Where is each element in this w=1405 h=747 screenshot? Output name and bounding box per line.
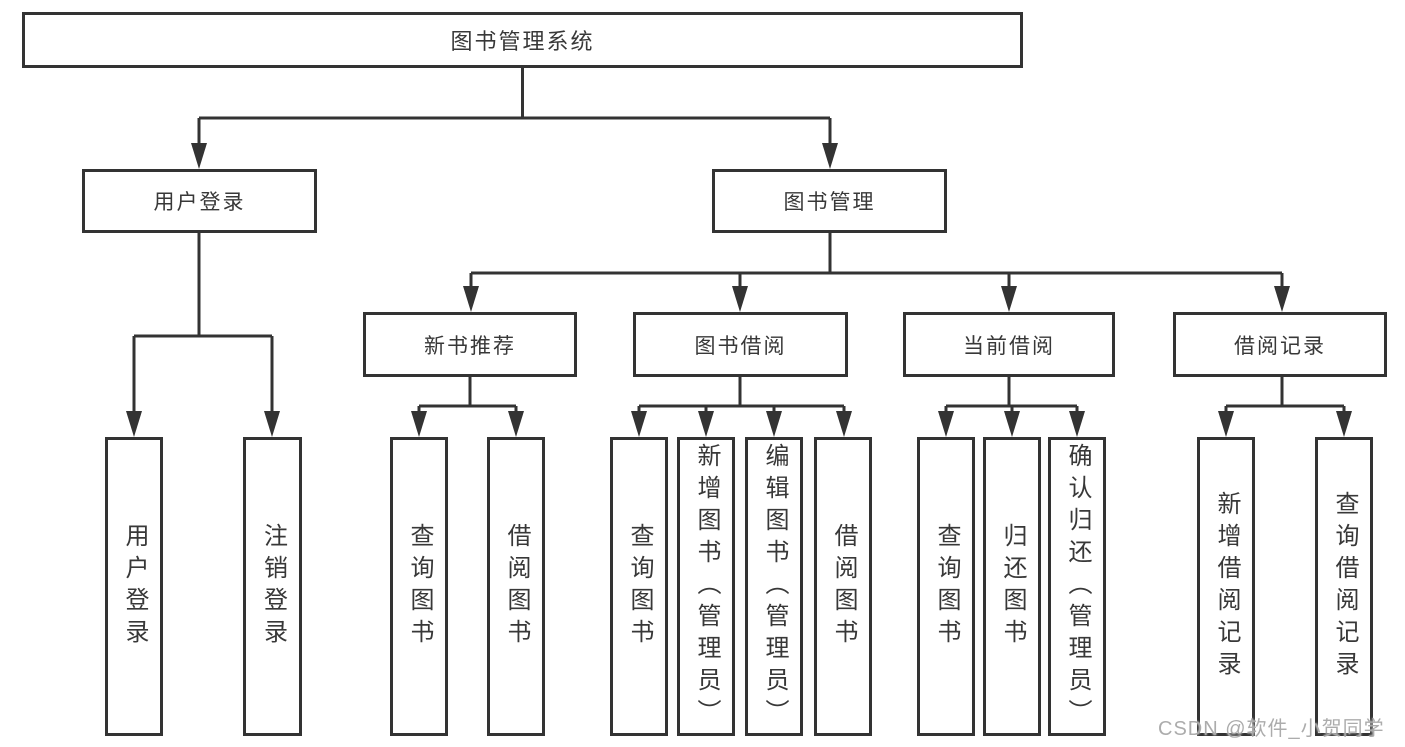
leaf-nbr-query: 查询图书 — [390, 437, 448, 736]
leaf-bb-edit-label: 编辑图书（管理员） — [761, 442, 788, 731]
leaf-bb-query-label: 查询图书 — [626, 522, 653, 651]
csdn-watermark: CSDN @软件_小贺同学 — [1158, 718, 1385, 740]
leaf-cb-return-label: 归还图书 — [999, 522, 1026, 651]
leaf-br-query: 查询借阅记录 — [1315, 437, 1373, 736]
leaf-bb-query: 查询图书 — [610, 437, 668, 736]
node-root: 图书管理系统 — [22, 12, 1023, 68]
leaf-cb-confirm: 确认归还（管理员） — [1048, 437, 1106, 736]
leaf-bb-add-label: 新增图书（管理员） — [693, 442, 720, 731]
node-book-mgmt-label: 图书管理 — [783, 191, 876, 214]
leaf-nbr-borrow-label: 借阅图书 — [503, 522, 530, 651]
leaf-user-login: 用户登录 — [105, 437, 163, 736]
node-user-login: 用户登录 — [82, 169, 317, 233]
leaf-br-add: 新增借阅记录 — [1197, 437, 1255, 736]
leaf-cb-query-label: 查询图书 — [933, 522, 960, 651]
leaf-logout: 注销登录 — [243, 437, 302, 736]
leaf-bb-edit: 编辑图书（管理员） — [745, 437, 803, 736]
leaf-br-add-label: 新增借阅记录 — [1213, 490, 1240, 683]
leaf-bb-borrow: 借阅图书 — [814, 437, 872, 736]
node-current-borrow-label: 当前借阅 — [963, 334, 1055, 358]
leaf-logout-label: 注销登录 — [259, 522, 287, 651]
leaf-br-query-label: 查询借阅记录 — [1331, 490, 1358, 683]
node-current-borrow: 当前借阅 — [903, 312, 1115, 377]
node-new-book-rec-label: 新书推荐 — [424, 334, 516, 358]
leaf-cb-query: 查询图书 — [917, 437, 975, 736]
node-borrow-record: 借阅记录 — [1173, 312, 1387, 377]
arrowheads — [126, 143, 1352, 437]
node-borrow-record-label: 借阅记录 — [1234, 334, 1326, 358]
leaf-nbr-borrow: 借阅图书 — [487, 437, 545, 736]
node-root-label: 图书管理系统 — [450, 29, 595, 54]
node-book-borrow: 图书借阅 — [633, 312, 848, 377]
leaf-bb-borrow-label: 借阅图书 — [830, 522, 857, 651]
node-book-borrow-label: 图书借阅 — [694, 334, 787, 358]
leaf-nbr-query-label: 查询图书 — [406, 522, 433, 651]
leaf-cb-return: 归还图书 — [983, 437, 1041, 736]
node-user-login-label: 用户登录 — [153, 191, 246, 214]
leaf-cb-confirm-label: 确认归还（管理员） — [1064, 442, 1091, 731]
node-new-book-rec: 新书推荐 — [363, 312, 577, 377]
leaf-user-login-label: 用户登录 — [121, 522, 148, 651]
leaf-bb-add: 新增图书（管理员） — [677, 437, 735, 736]
node-book-mgmt: 图书管理 — [712, 169, 947, 233]
